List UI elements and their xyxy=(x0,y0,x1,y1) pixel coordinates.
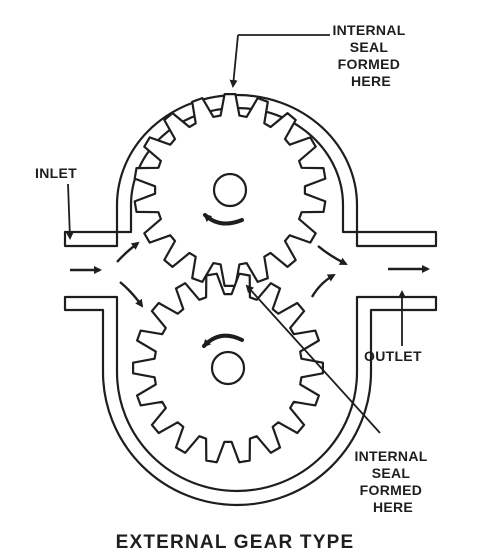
upper-gear xyxy=(133,93,327,287)
inlet-label: INLET xyxy=(35,165,77,181)
top-seal-label: INTERNAL SEAL FORMED HERE xyxy=(332,22,409,89)
housing-lower-wall xyxy=(63,295,438,507)
upper-gear-shaft-hole xyxy=(212,172,248,208)
top-seal-leader-drop xyxy=(229,34,239,88)
outlet-label: OUTLET xyxy=(364,348,422,364)
lower-gear-rotation-arrow xyxy=(202,333,244,348)
outlet-flow-lower-arrow xyxy=(310,273,336,298)
flow-arrows xyxy=(70,241,430,308)
inlet-flow-upper-arrow xyxy=(116,241,140,263)
outlet-flow-upper-arrow xyxy=(317,245,348,266)
lower-gear xyxy=(132,272,324,464)
inlet-leader xyxy=(65,183,74,240)
lower-gear-shaft-hole xyxy=(210,350,246,386)
diagram-caption: EXTERNAL GEAR TYPE xyxy=(116,532,355,553)
upper-gear-rotation-arrow xyxy=(203,213,244,226)
bottom-seal-label: INTERNAL SEAL FORMED HERE xyxy=(354,448,431,515)
bottom-seal-leader xyxy=(245,284,381,434)
inlet-flow-lower-arrow xyxy=(119,281,144,308)
